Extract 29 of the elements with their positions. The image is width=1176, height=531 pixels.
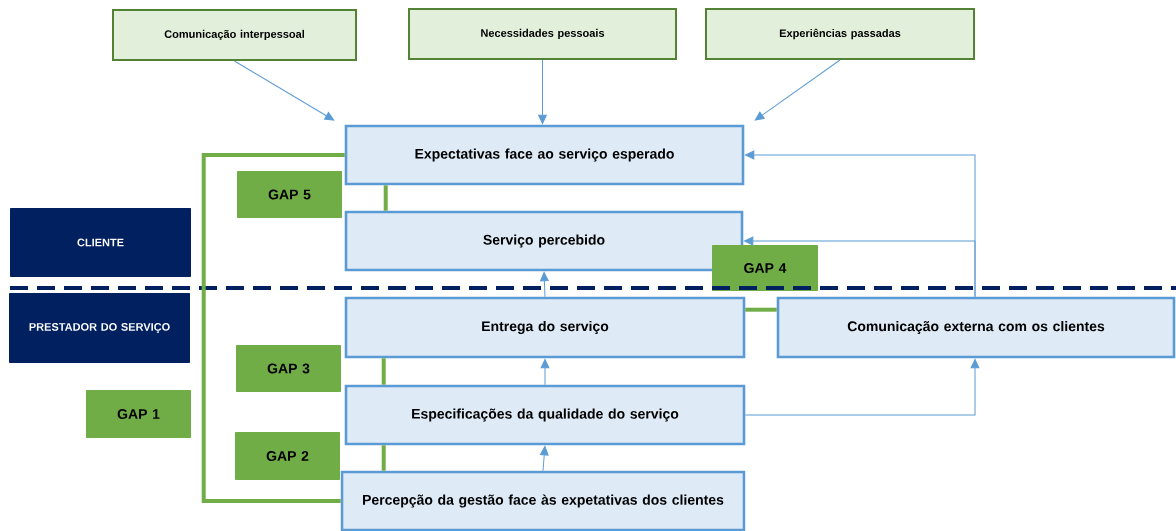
process-box: Comunicação externa com os clientes bbox=[776, 296, 1176, 359]
process-box: Especificações da qualidade do serviço bbox=[344, 384, 746, 446]
gap-line bbox=[381, 358, 386, 385]
gap-box: GAP 2 bbox=[235, 432, 340, 480]
gap-line bbox=[745, 307, 777, 312]
arrow bbox=[754, 59, 841, 121]
arrow bbox=[539, 446, 549, 472]
process-box: Serviço percebido bbox=[344, 210, 744, 272]
gap-box: GAP 1 bbox=[86, 390, 191, 438]
arrow bbox=[538, 59, 547, 124]
top-box: Necessidades pessoais bbox=[408, 8, 677, 60]
arrow bbox=[234, 60, 335, 121]
gap-box: GAP 3 bbox=[236, 345, 341, 392]
process-box: Expectativas face ao serviço esperado bbox=[344, 124, 745, 186]
arrow bbox=[744, 359, 980, 416]
gap-line bbox=[201, 153, 345, 503]
top-box: Experiências passadas bbox=[705, 8, 975, 60]
gap-box: GAP 4 bbox=[712, 245, 818, 291]
top-box: Comunicação interpessoal bbox=[112, 9, 357, 61]
gap-box: GAP 5 bbox=[237, 171, 342, 218]
arrow bbox=[540, 359, 550, 386]
process-box: Entrega do serviço bbox=[344, 296, 746, 359]
arrow bbox=[540, 272, 549, 298]
region-label-box: CLIENTE bbox=[10, 208, 191, 277]
arrow bbox=[744, 236, 976, 298]
region-label-box: PRESTADOR DO SERVIÇO bbox=[9, 293, 190, 363]
gap-line bbox=[383, 185, 388, 211]
gap-line bbox=[381, 445, 386, 471]
process-box: Percepção da gestão face às expetativas dos clientes bbox=[340, 470, 746, 531]
